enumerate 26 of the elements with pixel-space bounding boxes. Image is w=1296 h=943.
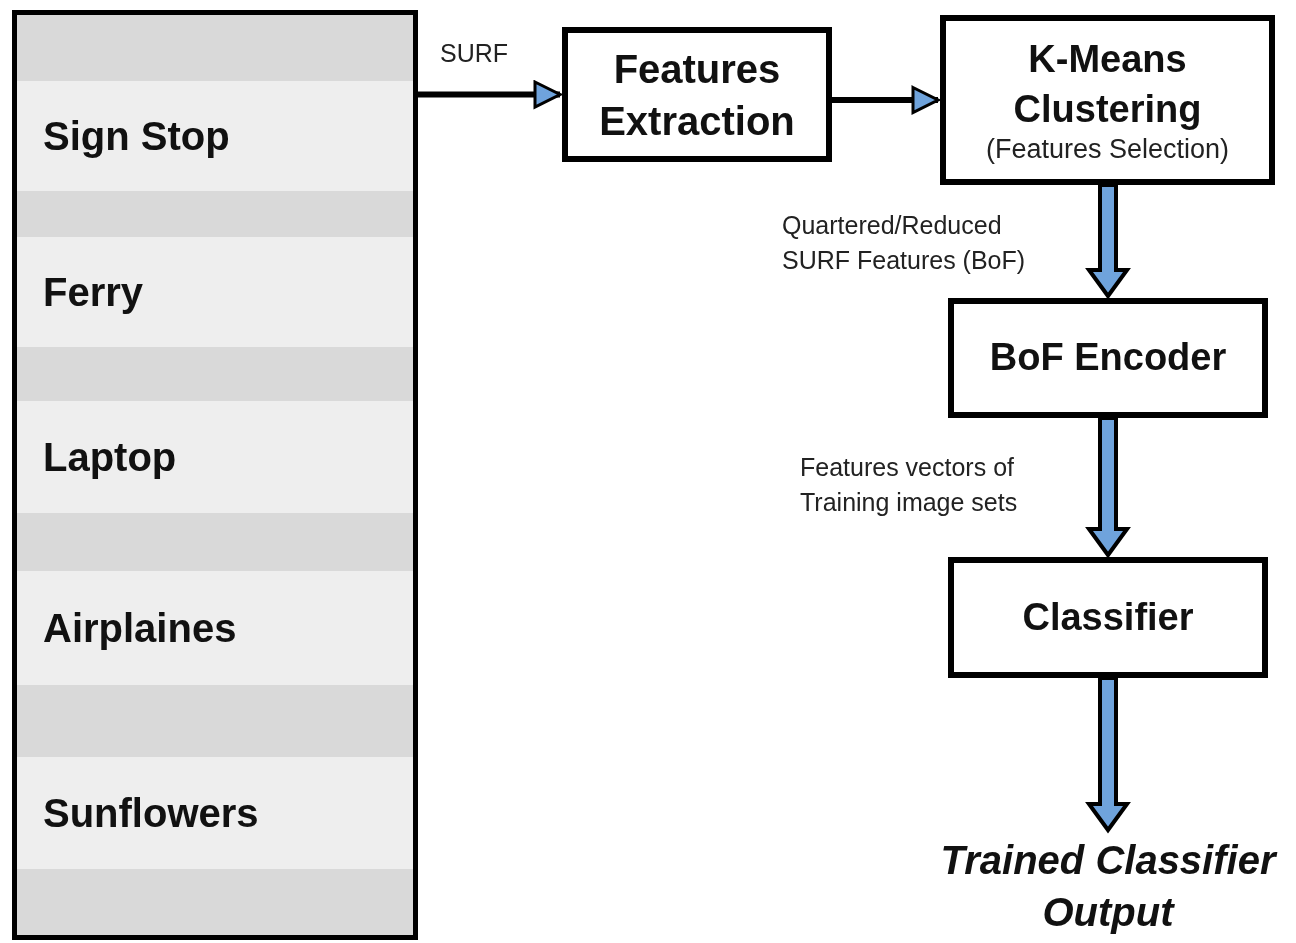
- box-title: BoF Encoder: [989, 335, 1227, 381]
- box-title: Features Extraction: [598, 45, 796, 145]
- arrow: [418, 80, 562, 109]
- image-set-panel: [12, 10, 418, 940]
- box-title: K-Means Clustering: [1012, 37, 1203, 132]
- process-box: [948, 557, 1268, 678]
- class-label: Sunflowers: [43, 790, 259, 836]
- class-row: [17, 571, 413, 685]
- class-label: Sign Stop: [43, 113, 230, 159]
- block-arrow: [1085, 676, 1131, 834]
- process-box: [940, 15, 1275, 185]
- arrow: [832, 86, 940, 114]
- class-row: [17, 81, 413, 191]
- process-box: [562, 27, 832, 162]
- block-arrow: [1085, 416, 1131, 559]
- box-subtitle: (Features Selection): [985, 133, 1230, 165]
- block-arrow: [1085, 183, 1131, 300]
- class-row: [17, 401, 413, 513]
- output-text: Trained Classifier Output: [939, 837, 1279, 936]
- class-label: Airplaines: [43, 605, 237, 651]
- class-label: Ferry: [43, 269, 144, 315]
- box-title: Classifier: [1022, 594, 1194, 640]
- process-box: [948, 298, 1268, 418]
- class-row: [17, 237, 413, 347]
- class-label: Laptop: [43, 434, 177, 480]
- class-row: [17, 757, 413, 869]
